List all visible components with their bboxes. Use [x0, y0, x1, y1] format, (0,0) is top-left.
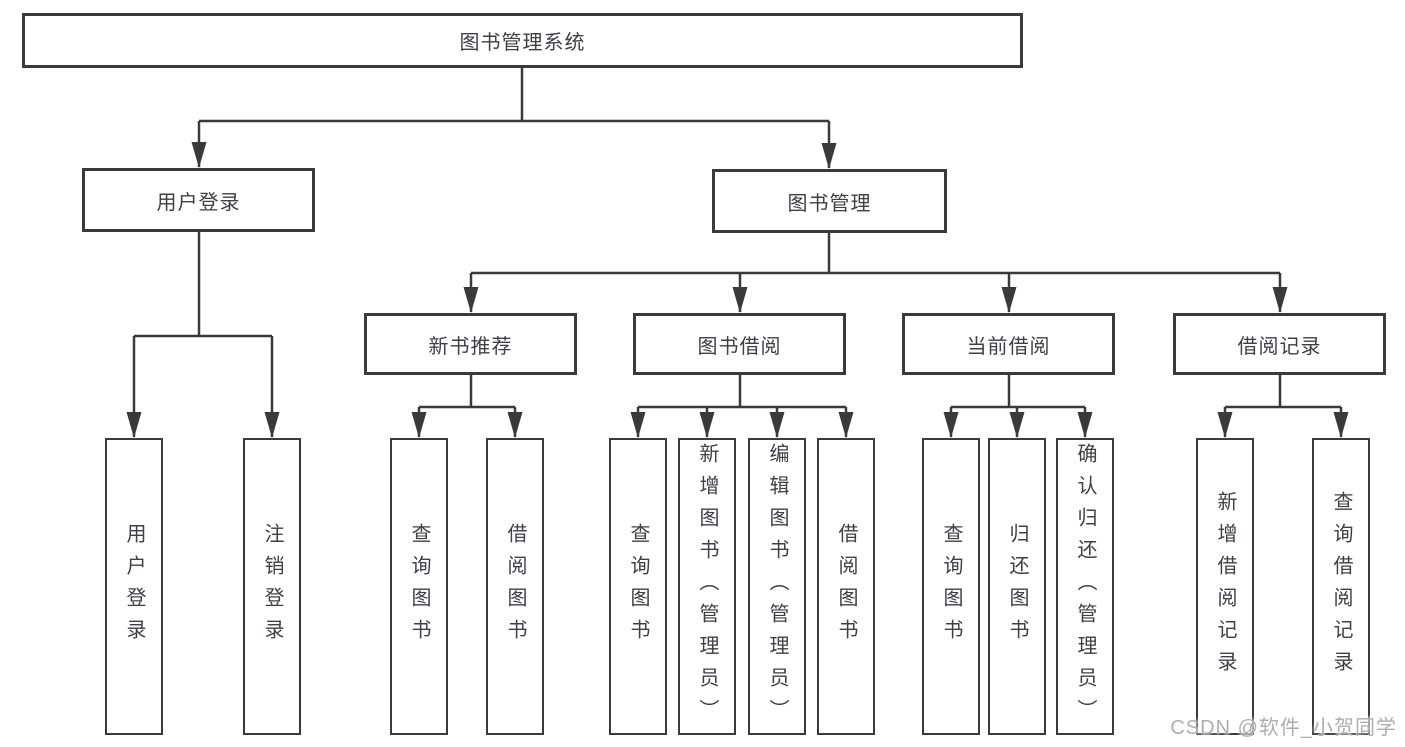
node-label: 借阅记录 — [1237, 335, 1322, 358]
node-new-book-recommend: 新书推荐 — [364, 313, 577, 375]
node-label: 编辑图书（管理员） — [766, 442, 788, 731]
node-current-borrowing: 当前借阅 — [902, 313, 1115, 375]
node-label: 借阅图书 — [504, 522, 526, 651]
node-label: 查询图书 — [408, 522, 430, 651]
node-system-root: 图书管理系统 — [22, 13, 1023, 68]
leaf-query-books-2: 查询图书 — [609, 438, 667, 735]
node-label: 新增借阅记录 — [1214, 490, 1236, 683]
leaf-query-books-3: 查询图书 — [922, 438, 980, 735]
node-user-login: 用户登录 — [82, 168, 315, 232]
node-label: 图书管理系统 — [459, 32, 586, 54]
leaf-return-books: 归还图书 — [988, 438, 1046, 735]
node-label: 查询图书 — [627, 522, 649, 651]
leaf-borrow-books-2: 借阅图书 — [817, 438, 875, 735]
node-book-management: 图书管理 — [712, 169, 947, 233]
wire-new-book-tee — [419, 375, 515, 409]
leaf-query-books-1: 查询图书 — [390, 438, 448, 735]
leaf-logout: 注销登录 — [243, 438, 301, 735]
leaf-add-borrow-record: 新增借阅记录 — [1196, 438, 1254, 735]
node-label: 图书借阅 — [697, 335, 782, 358]
leaf-add-books-admin: 新增图书（管理员） — [678, 438, 736, 735]
node-label: 新增图书（管理员） — [696, 442, 718, 731]
leaf-query-borrow-record: 查询借阅记录 — [1312, 438, 1370, 735]
wire-book-borrow-tee — [638, 375, 846, 409]
leaf-borrow-books-1: 借阅图书 — [486, 438, 544, 735]
node-label: 用户登录 — [123, 522, 145, 651]
wire-user-login-tee — [134, 232, 272, 338]
csdn-watermark: CSDN @软件_小贺同学 — [1170, 717, 1397, 739]
node-borrowing-records: 借阅记录 — [1173, 313, 1386, 375]
node-label: 当前借阅 — [966, 335, 1051, 358]
node-label: 图书管理 — [787, 192, 872, 215]
leaf-edit-books-admin: 编辑图书（管理员） — [748, 438, 806, 735]
leaf-confirm-return-admin: 确认归还（管理员） — [1056, 438, 1114, 735]
node-label: 借阅图书 — [835, 522, 857, 651]
wire-current-borrow-tee — [951, 375, 1085, 409]
node-book-borrowing: 图书借阅 — [633, 313, 846, 375]
wire-root-tee — [199, 66, 829, 123]
connector-arrows — [126, 121, 1349, 438]
node-label: 归还图书 — [1006, 522, 1028, 651]
wire-borrow-record-tee — [1225, 375, 1341, 409]
node-label: 确认归还（管理员） — [1074, 442, 1096, 731]
node-label: 查询借阅记录 — [1330, 490, 1352, 683]
wire-book-mgmt-tee — [471, 233, 1280, 275]
node-label: 注销登录 — [261, 522, 283, 651]
leaf-user-login: 用户登录 — [105, 438, 163, 735]
node-label: 查询图书 — [940, 522, 962, 651]
node-label: 用户登录 — [156, 191, 241, 214]
connector-wires — [134, 66, 1341, 409]
node-label: 新书推荐 — [428, 335, 513, 358]
